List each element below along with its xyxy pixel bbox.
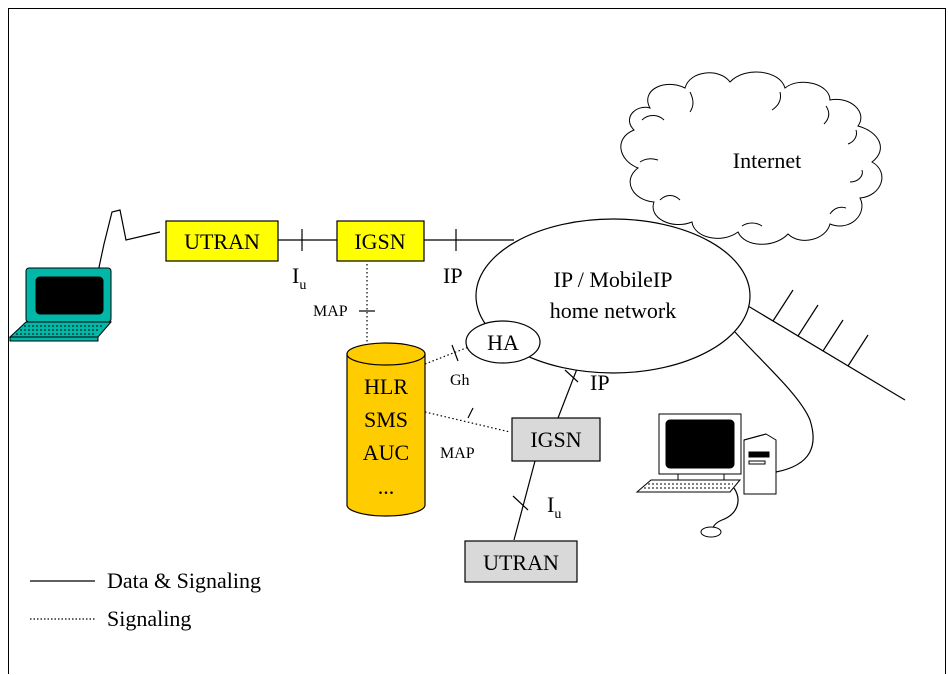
radio-link bbox=[97, 209, 161, 273]
utran-top-label: UTRAN bbox=[184, 229, 260, 254]
lan-bus bbox=[747, 305, 906, 401]
legend: Data & Signaling Signaling bbox=[30, 568, 261, 631]
map-bottom-label: MAP bbox=[440, 445, 475, 462]
internet-label: Internet bbox=[733, 148, 801, 173]
iu-top-label: Iu bbox=[292, 263, 306, 293]
db-line-hlr: HLR bbox=[364, 374, 408, 399]
diagram-frame bbox=[8, 8, 946, 674]
gh-label: Gh bbox=[450, 372, 470, 389]
home-network-ellipse bbox=[475, 218, 751, 374]
link-igsn-utran-bottom bbox=[513, 460, 536, 541]
db-line-auc: AUC bbox=[363, 440, 409, 465]
sig-hlr-igsn bbox=[424, 411, 511, 433]
igsn-bottom-box: IGSN bbox=[511, 417, 601, 462]
utran-bottom-box: UTRAN bbox=[464, 540, 578, 583]
legend-dotted-label: Signaling bbox=[107, 606, 191, 631]
database-cylinder bbox=[346, 342, 426, 517]
igsn-top-box: IGSN bbox=[336, 220, 425, 262]
db-line-sms: SMS bbox=[364, 407, 408, 432]
igsn-top-label: IGSN bbox=[354, 229, 405, 254]
laptop-icon bbox=[8, 267, 113, 342]
utran-top-box: UTRAN bbox=[165, 220, 279, 262]
ha-label: HA bbox=[487, 330, 519, 355]
iu-bottom-label: Iu bbox=[547, 492, 561, 522]
desktop-computer-icon bbox=[635, 413, 777, 538]
home-network-label-line2: home network bbox=[550, 298, 676, 323]
utran-bottom-label: UTRAN bbox=[483, 550, 559, 575]
internet-cloud bbox=[620, 71, 883, 245]
igsn-bottom-label: IGSN bbox=[530, 427, 581, 452]
db-line-more: ... bbox=[378, 474, 395, 499]
legend-solid-label: Data & Signaling bbox=[107, 568, 261, 593]
ip-top-label: IP bbox=[443, 263, 463, 288]
pc-cable bbox=[734, 331, 814, 473]
map-top-label: MAP bbox=[313, 303, 348, 320]
interface-ticks bbox=[301, 229, 869, 511]
signaling-ticks bbox=[359, 310, 474, 419]
ha-ellipse bbox=[465, 320, 541, 364]
home-network-label-line1: IP / MobileIP bbox=[554, 267, 673, 292]
ip-bottom-label: IP bbox=[590, 370, 610, 395]
